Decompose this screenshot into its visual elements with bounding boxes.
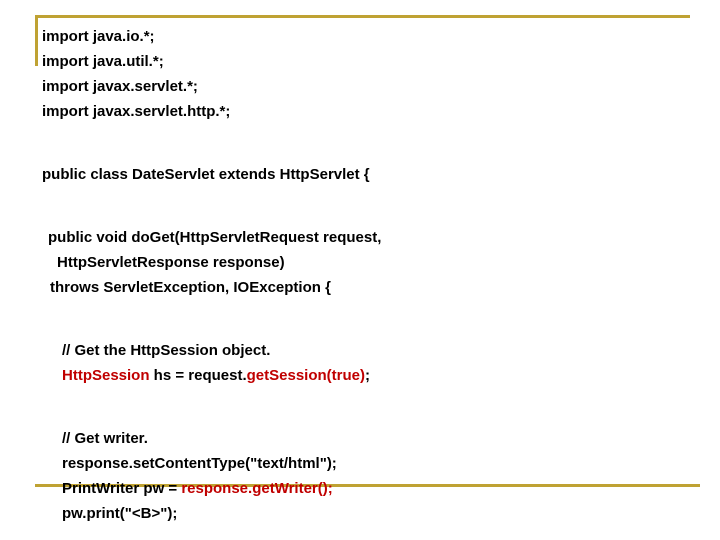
code-spacer-2 (0, 187, 720, 212)
print-writer-prefix: PrintWriter pw = (62, 480, 182, 497)
code-line-session-comment: // Get the HttpSession object. (62, 342, 271, 359)
session-variable-part: hs = request. (149, 367, 247, 384)
code-line-import-2: import java.util.*; (42, 53, 164, 70)
code-line-import-1: import java.io.*; (42, 28, 155, 45)
print-writer-call: response.getWriter(); (181, 480, 333, 497)
code-line-method-signature-1: public void doGet(HttpServletRequest req… (48, 229, 382, 246)
code-spacer-1b (0, 149, 720, 162)
session-terminator: ; (365, 367, 370, 384)
code-spacer-2b (0, 212, 720, 225)
code-line-class-declaration: public class DateServlet extends HttpSer… (42, 166, 370, 183)
code-line-writer-comment: // Get writer. (62, 430, 148, 447)
code-line-import-4: import javax.servlet.http.*; (42, 103, 231, 120)
left-accent-rule (35, 15, 38, 66)
code-line-print-writer: PrintWriter pw = response.getWriter(); (0, 476, 720, 501)
session-type-keyword: HttpSession (62, 367, 150, 384)
code-line-method-signature-2: HttpServletResponse response) (57, 254, 285, 271)
code-spacer-4 (0, 388, 720, 413)
code-line-set-content-type: response.setContentType("text/html"); (62, 455, 337, 472)
code-spacer-1 (0, 124, 720, 149)
top-accent-rule (35, 15, 690, 18)
code-block: import java.io.*; import java.util.*; im… (0, 24, 720, 526)
code-line-method-signature-3: throws ServletException, IOException { (50, 279, 331, 296)
bottom-accent-rule (35, 484, 700, 487)
code-spacer-4b (0, 413, 720, 426)
code-spacer-3b (0, 325, 720, 338)
code-line-session-statement: HttpSession hs = request.getSession(true… (0, 363, 720, 388)
session-call-part: getSession(true) (246, 367, 365, 384)
code-line-import-3: import javax.servlet.*; (42, 78, 198, 95)
code-spacer-3 (0, 300, 720, 325)
code-line-print-statement: pw.print("<B>"); (62, 505, 178, 522)
